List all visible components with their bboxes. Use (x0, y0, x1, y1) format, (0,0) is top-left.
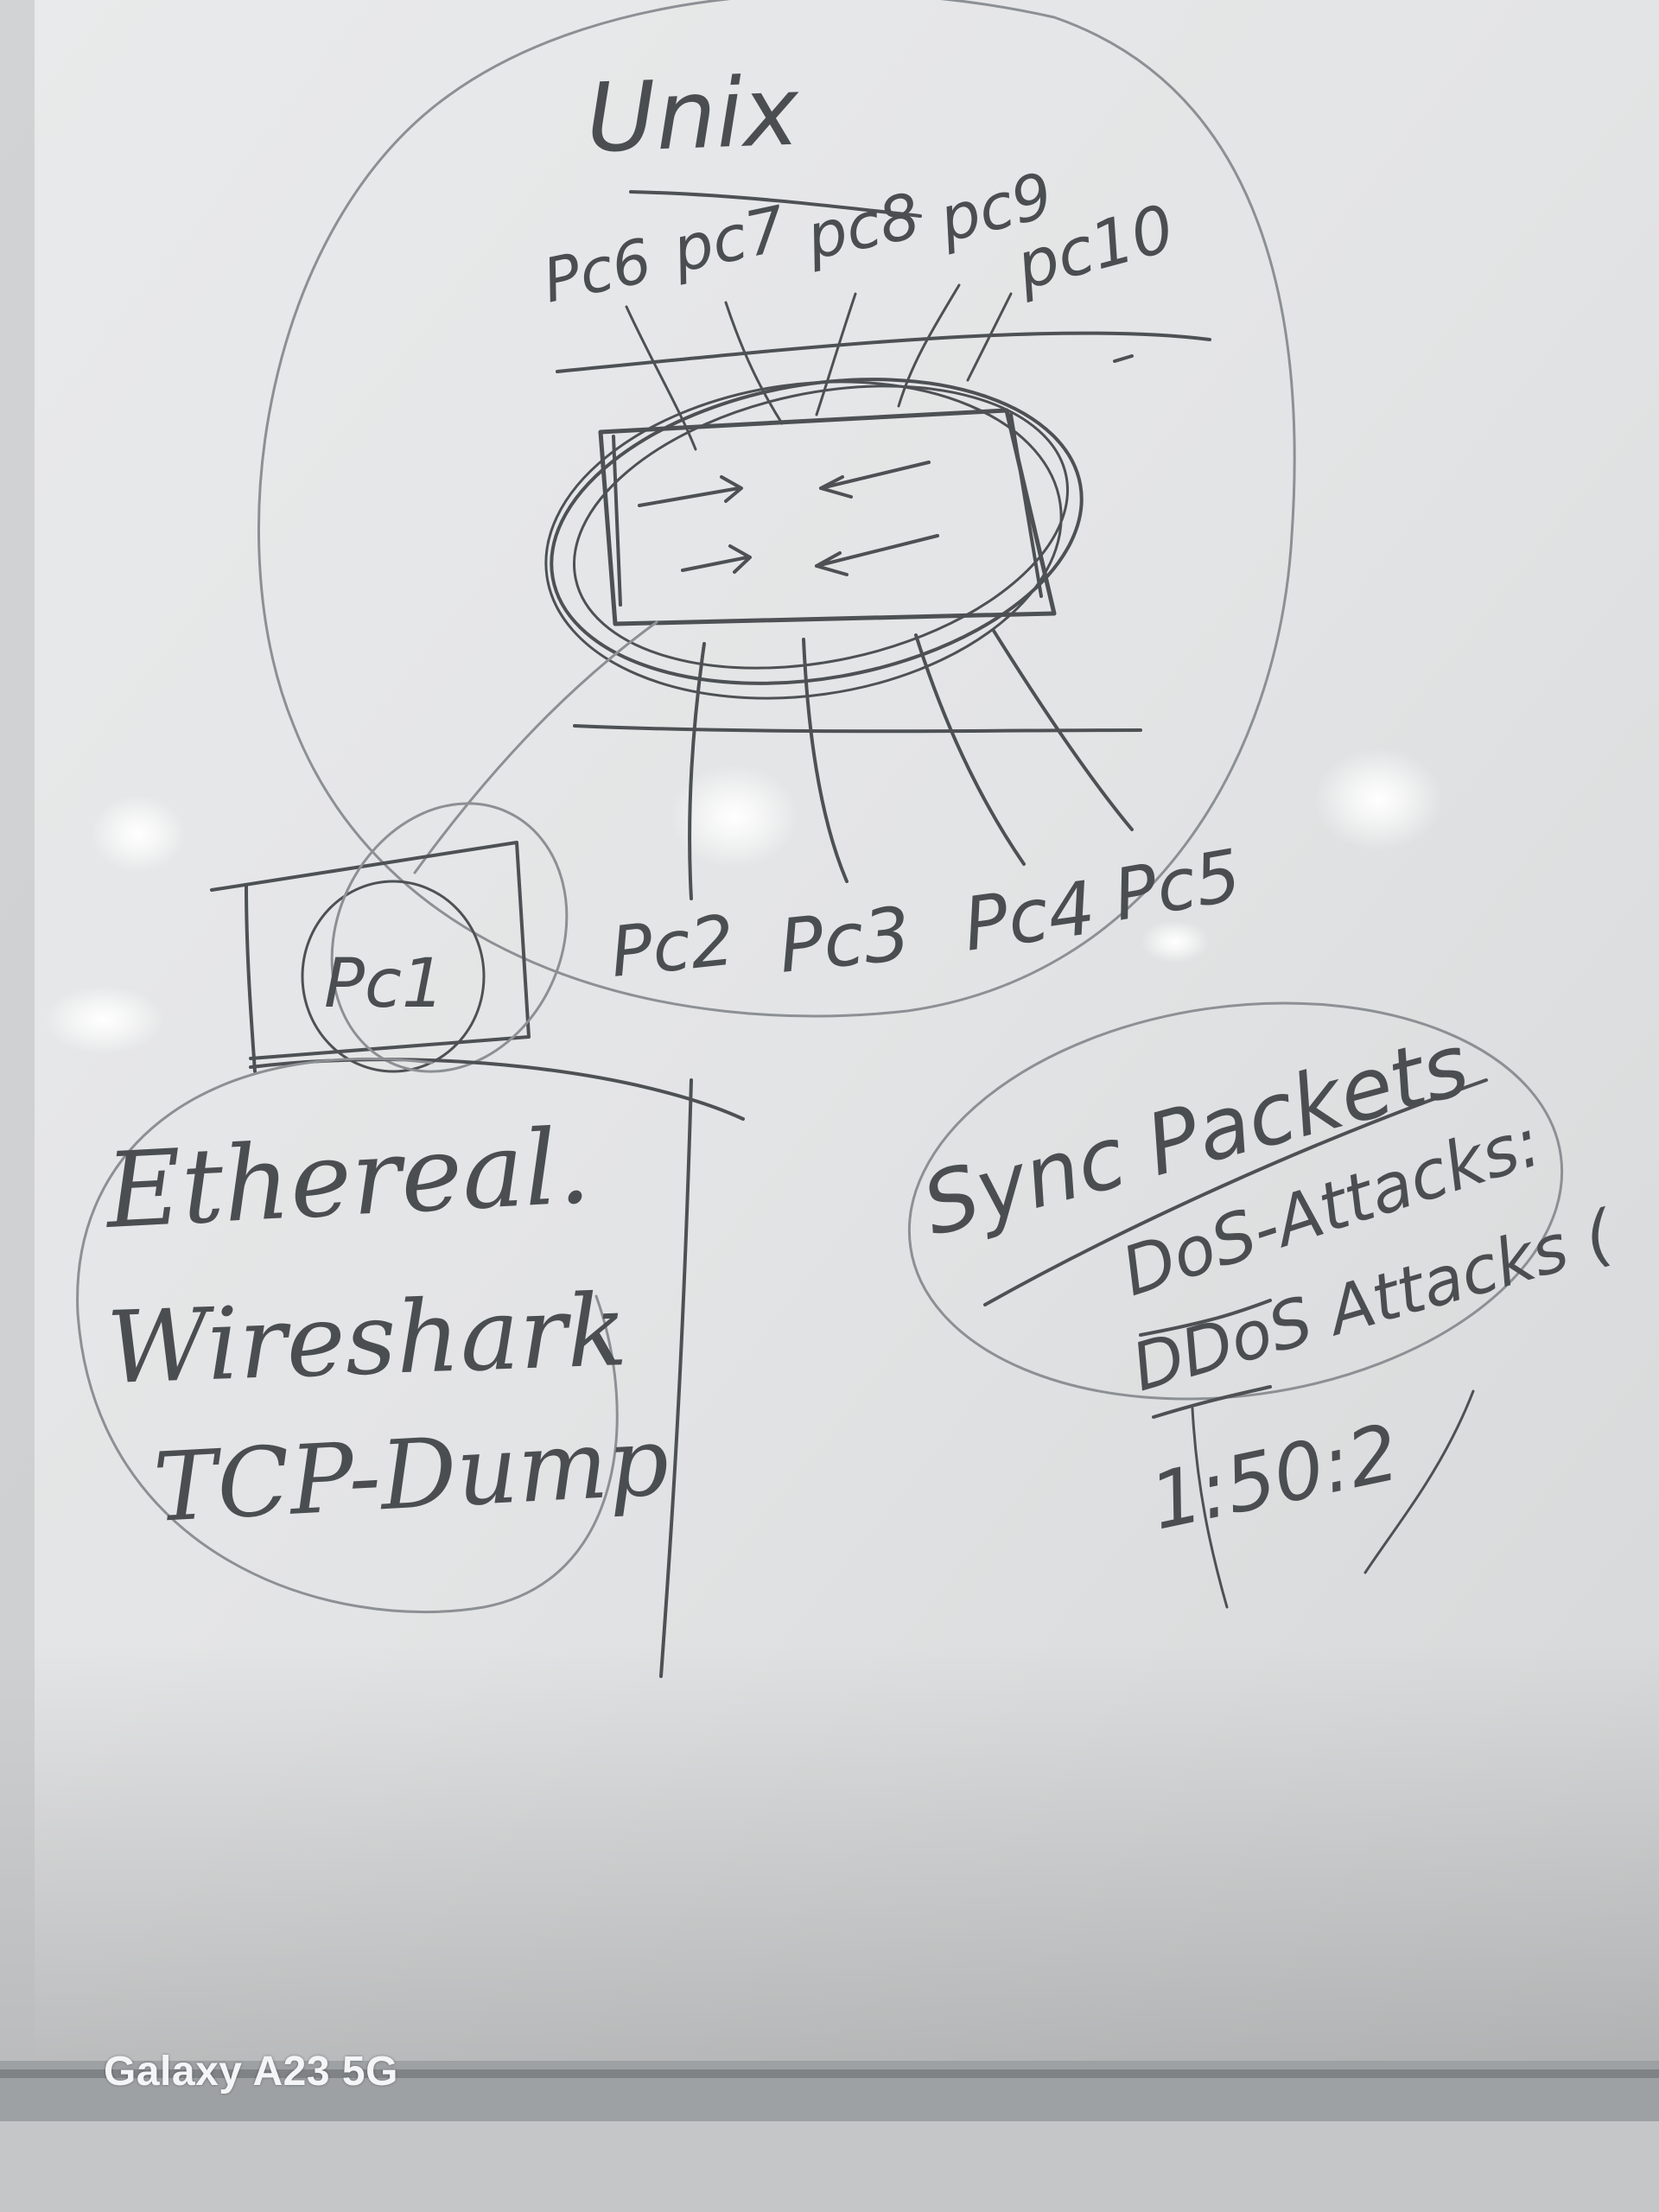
bottom-pc-label: Pc3 (775, 892, 915, 990)
bottom-pc-label: Pc4 (958, 866, 1100, 969)
tool-ethereal: Ethereal. (101, 1107, 593, 1252)
tool-wireshark: Wireshark (105, 1273, 629, 1407)
unix-title: Unix (584, 55, 802, 174)
monitor-label: Pc1 (324, 945, 445, 1023)
right-arrow-icon (681, 544, 752, 574)
tool-tcpdump: TCP-Dump (151, 1406, 671, 1543)
bottom-pc-label: Pc2 (607, 899, 738, 992)
unix-network-circle (257, 0, 1296, 1018)
left-arrow-icon (815, 534, 939, 576)
left-arrow-icon (819, 461, 931, 499)
camera-watermark: Galaxy A23 5G (104, 2049, 398, 2094)
attack-notes-ellipse (907, 1001, 1564, 1401)
switch-box (598, 408, 1057, 626)
right-arrow-icon (638, 475, 743, 507)
monitor-box (210, 841, 531, 1060)
